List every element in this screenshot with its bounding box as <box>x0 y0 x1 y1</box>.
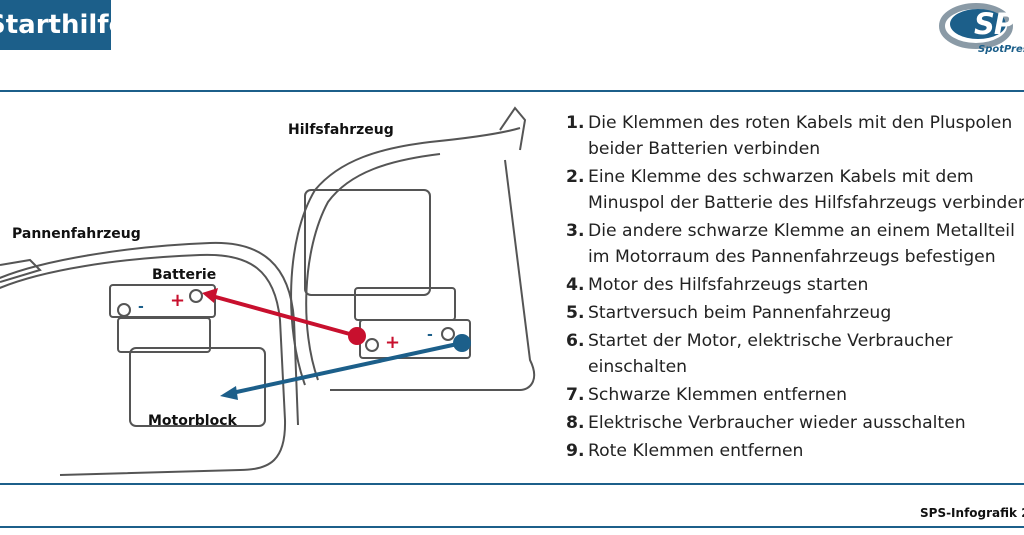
footer-divider-bottom <box>0 526 1024 528</box>
instruction-list: 1.Die Klemmen des roten Kabels mit den P… <box>566 110 1024 466</box>
jump-start-diagram: - + + - Hilfsfahrzeug Pannenfahrzeug Bat… <box>0 106 536 476</box>
header-divider <box>0 90 1024 92</box>
blue-cable-arrowhead-icon <box>220 386 238 400</box>
logo-text: SPS <box>974 7 1024 41</box>
list-item: 2.Eine Klemme des schwarzen Kabels mit d… <box>566 167 1024 213</box>
list-item: 6.Startet der Motor, elektrische Verbrau… <box>566 331 953 377</box>
helper-battery-plus: + <box>385 332 400 353</box>
footer-divider-top <box>0 483 1024 485</box>
helper-vehicle-drawing <box>290 106 536 391</box>
helper-battery-minus: - <box>427 327 433 343</box>
list-item: 3.Die andere schwarze Klemme an einem Me… <box>566 221 1015 267</box>
broken-battery-plus: + <box>170 290 185 311</box>
sps-logo-swoosh-icon <box>939 3 1013 49</box>
blue-cable-clamp <box>453 334 471 352</box>
label-engine-block: Motorblock <box>148 413 238 429</box>
list-item: 1.Die Klemmen des roten Kabels mit den P… <box>566 113 1013 159</box>
footer-credit: SPS-Infografik 2 <box>920 506 1024 520</box>
blue-cable <box>231 341 463 395</box>
sps-logo: SPS SpotPress <box>938 2 1024 62</box>
list-item: 9.Rote Klemmen entfernen <box>566 441 804 461</box>
label-battery: Batterie <box>152 267 216 283</box>
red-cable-arrowhead-icon <box>202 288 218 303</box>
list-item: 4.Motor des Hilfsfahrzeugs starten <box>566 275 869 295</box>
label-broken-vehicle: Pannenfahrzeug <box>12 226 141 242</box>
red-cable-clamp <box>348 327 366 345</box>
broken-vehicle-drawing <box>0 241 299 476</box>
broken-battery-minus: - <box>138 299 144 315</box>
logo-subtext: SpotPress <box>978 44 1024 55</box>
page-title: Starthilfe <box>0 0 111 50</box>
list-item: 7.Schwarze Klemmen entfernen <box>566 385 847 405</box>
list-item: 8.Elektrische Verbraucher wieder ausscha… <box>566 413 966 433</box>
label-helper-vehicle: Hilfsfahrzeug <box>288 122 394 138</box>
red-cable <box>211 294 358 338</box>
list-item: 5.Startversuch beim Pannenfahrzeug <box>566 303 892 323</box>
